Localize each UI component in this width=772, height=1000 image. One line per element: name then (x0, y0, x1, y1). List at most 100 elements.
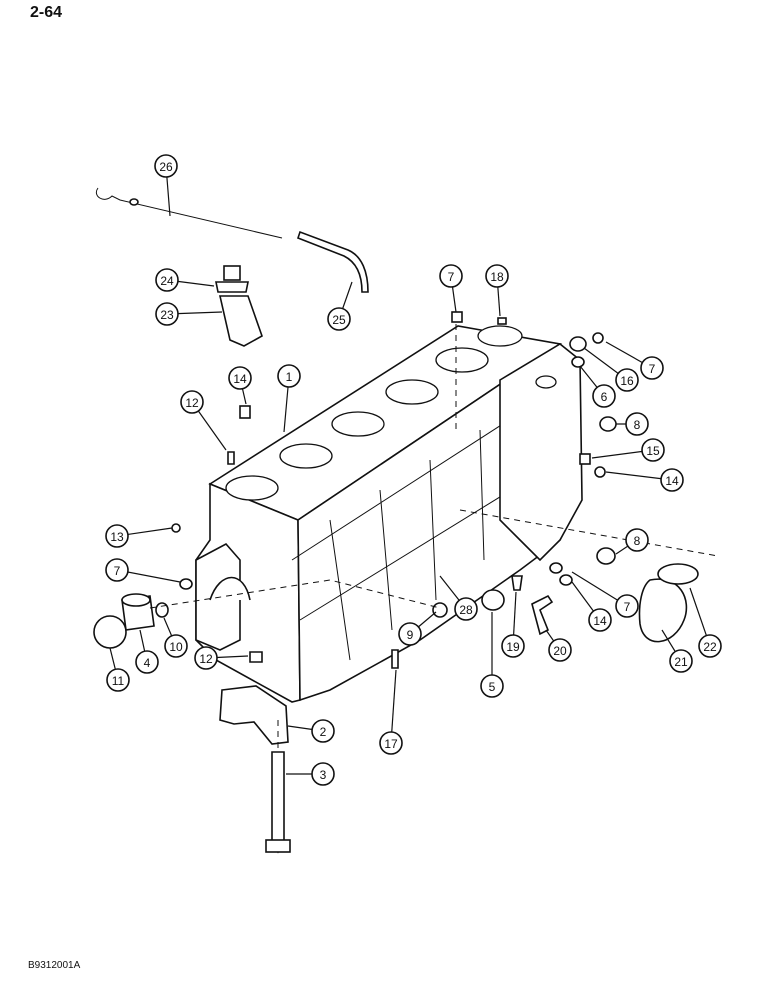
callout-number: 7 (448, 270, 455, 284)
callout-number: 19 (506, 640, 520, 654)
callout-20: 20 (548, 638, 572, 662)
callout-circle (588, 608, 612, 632)
cylinder-bore-5 (435, 347, 489, 373)
seal-4-rim (121, 593, 151, 607)
callout-11: 11 (106, 668, 130, 692)
callout-number: 3 (320, 768, 327, 782)
leader-line-17 (390, 669, 397, 744)
callout-7: 7 (439, 264, 463, 288)
callout-circle (485, 264, 509, 288)
callout-17: 17 (379, 731, 403, 755)
plug-16 (569, 336, 587, 352)
plug-7-top (451, 311, 463, 323)
callout-number: 7 (114, 564, 121, 578)
callout-12: 12 (180, 390, 204, 414)
callout-circle (277, 364, 301, 388)
dipstick-ring (129, 198, 139, 206)
callout-number: 13 (110, 530, 124, 544)
callout-14: 14 (228, 366, 252, 390)
bearing-cap-bolt-head (265, 839, 291, 853)
callout-circle (625, 528, 649, 552)
callout-16: 16 (615, 368, 639, 392)
plug-8-upper (599, 416, 617, 432)
plug-14b (594, 466, 606, 478)
callout-12: 12 (194, 646, 218, 670)
callout-circle (640, 356, 664, 380)
callout-number: 12 (199, 652, 213, 666)
callout-number: 4 (144, 656, 151, 670)
callout-circle (154, 154, 178, 178)
callout-circle (398, 622, 422, 646)
callout-number: 18 (490, 270, 504, 284)
callout-circle (155, 302, 179, 326)
callout-circle (548, 638, 572, 662)
plug-15 (579, 453, 591, 465)
callout-circle (625, 412, 649, 436)
plug-7-left (179, 578, 193, 590)
callout-19: 19 (501, 634, 525, 658)
callout-5: 5 (480, 674, 504, 698)
cylinder-bore-1 (225, 475, 279, 501)
cover-11 (93, 615, 127, 649)
plug-6 (571, 356, 585, 368)
callout-circle (105, 558, 129, 582)
filler-cap-knob (223, 265, 241, 281)
callout-7: 7 (105, 558, 129, 582)
callout-23: 23 (155, 302, 179, 326)
callout-circle (641, 438, 665, 462)
callout-circle (180, 390, 204, 414)
callout-24: 24 (155, 268, 179, 292)
callout-circle (698, 634, 722, 658)
callout-circle (327, 307, 351, 331)
parts-drawing (93, 187, 719, 854)
plug-14c (559, 574, 573, 586)
callout-number: 20 (553, 644, 567, 658)
callout-number: 15 (646, 444, 660, 458)
stud-17 (391, 649, 399, 669)
block-ribs (329, 429, 485, 661)
callout-number: 23 (160, 308, 174, 322)
callout-7: 7 (615, 594, 639, 618)
callout-number: 26 (159, 160, 173, 174)
rear-port (535, 375, 557, 389)
callout-21: 21 (669, 649, 693, 673)
callout-number: 6 (601, 390, 608, 404)
callout-circle (194, 646, 218, 670)
callout-number: 9 (407, 628, 414, 642)
cylinder-bore-2 (279, 443, 333, 469)
callout-22: 22 (698, 634, 722, 658)
dowel-12a (227, 451, 235, 465)
cylinder-bore-3 (331, 411, 385, 437)
callout-circle (228, 366, 252, 390)
callout-7: 7 (640, 356, 664, 380)
callout-number: 11 (112, 674, 125, 688)
callout-circle (135, 650, 159, 674)
callout-number: 14 (233, 372, 247, 386)
callout-circle (592, 384, 616, 408)
dowel-18 (497, 317, 507, 325)
plug-7-lower (549, 562, 563, 574)
callout-circle (106, 668, 130, 692)
callout-number: 1 (286, 370, 293, 384)
bearing-cap-bolt (271, 751, 285, 854)
callout-circle (379, 731, 403, 755)
dipstick-tube (297, 230, 369, 293)
callout-26: 26 (154, 154, 178, 178)
filler-adapter (218, 295, 263, 347)
callout-circle (501, 634, 525, 658)
filler-cap (215, 281, 249, 293)
callout-number: 24 (160, 274, 174, 288)
callout-1: 1 (277, 364, 301, 388)
cylinder-bore-4 (385, 379, 439, 405)
callout-number: 7 (624, 600, 631, 614)
callout-3: 3 (311, 762, 335, 786)
callout-circle (615, 594, 639, 618)
clamp-22 (657, 563, 699, 585)
callout-circle (155, 268, 179, 292)
callout-number: 10 (169, 640, 183, 654)
plug-14a (239, 405, 251, 419)
callout-number: 12 (185, 396, 199, 410)
